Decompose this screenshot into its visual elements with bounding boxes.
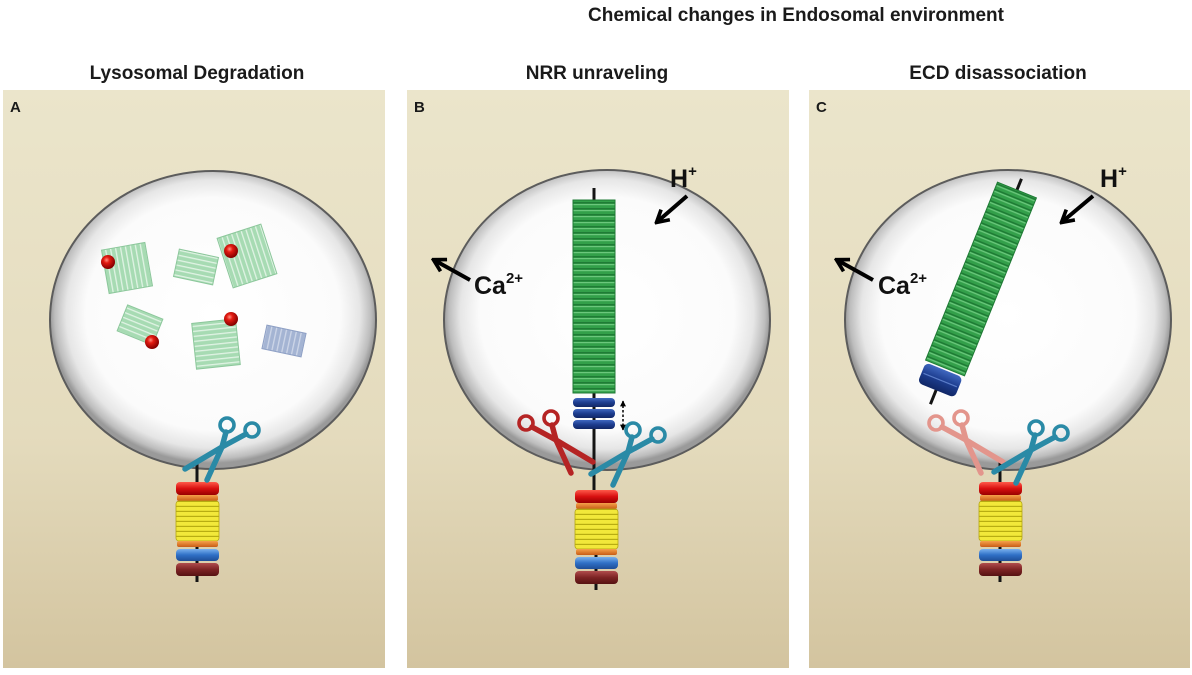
calcium-label: Ca2+ [474,270,523,300]
figure-title: Chemical changes in Endosomal environmen… [588,5,1005,26]
panel-letter: B [414,99,425,116]
panel-c-title: ECD disassociation [909,63,1086,84]
scissors-icon [927,409,1006,476]
receptor-orange-segment [980,541,1021,547]
receptor-orange-segment [576,503,617,509]
dark-blue-segment [573,409,615,418]
ion-charge: + [1118,163,1127,180]
ion-charge: 2+ [910,270,927,287]
green-striped-fragment [216,223,278,289]
receptor-orange-segment [980,495,1021,501]
receptor-stack [574,490,619,590]
panel-b-title: NRR unraveling [526,63,669,84]
panel-b: B H+ Ca2 [407,90,789,668]
panel-c: C H+ [809,90,1190,668]
ion-symbol: Ca [878,272,911,300]
ion-charge: + [688,163,697,180]
panel-a: A [3,90,385,668]
red-ball [101,255,115,269]
scissors-handle-ring [927,414,945,432]
green-striped-fragment [100,241,154,295]
scissors-icon [182,416,261,483]
receptor-blue-segment [176,549,219,561]
proton-label: H+ [670,163,697,193]
scissors-icon [517,409,596,476]
receptor-red-segment [575,490,618,503]
red-ball [224,244,238,258]
receptor-yellow-segment [175,500,220,542]
ion-symbol: Ca [474,272,507,300]
scissors-blade [529,424,596,465]
proton-influx-arrow [657,194,689,222]
scissors-blade [939,424,1006,465]
dark-blue-segment-divider [923,372,958,388]
calcium-efflux-arrow [434,260,471,282]
scissors-blade [991,434,1058,475]
scissors-icon [991,419,1070,486]
detached-extracellular-domain [919,178,1038,405]
green-striped-block [572,199,616,394]
receptor-orange-segment [177,495,218,501]
scissors-handle-ring [1052,424,1070,442]
green-striped-block [924,181,1038,377]
receptor-blue-segment [979,549,1022,561]
receptor-stack [175,462,220,582]
panel-a-title: Lysosomal Degradation [90,63,305,84]
red-ball [224,312,238,326]
receptor-darkred-segment [176,563,219,576]
receptor-red-segment [176,482,219,495]
dark-blue-segment [573,398,615,407]
scissors-blade [588,436,655,477]
proton-label: H+ [1100,163,1127,193]
dark-blue-segment [573,420,615,429]
scissors-handle-ring [517,414,535,432]
scissors-icon [588,421,667,488]
receptor-red-segment [979,482,1022,495]
receptor-yellow-segment [574,508,619,550]
blue-striped-fragment [261,324,307,358]
scissors-handle-ring [243,421,261,439]
scissors-handle-ring [649,426,667,444]
proton-influx-arrow [1062,194,1095,222]
red-ball [145,335,159,349]
receptor-darkred-segment [979,563,1022,576]
endosome-circle [844,169,1172,471]
receptor-yellow-segment [978,500,1023,542]
ion-symbol: H [1100,165,1118,193]
receptor-stack [978,462,1023,582]
endosome-circle [49,170,377,470]
green-striped-fragment [191,318,241,370]
panel-letter: A [10,99,21,116]
receptor-blue-segment [575,557,618,569]
calcium-efflux-arrow [837,260,874,282]
panel-letter: C [816,99,827,116]
receptor-orange-segment [576,549,617,555]
calcium-label: Ca2+ [878,270,927,300]
receptor-orange-segment [177,541,218,547]
receptor-darkred-segment [575,571,618,584]
ion-charge: 2+ [506,270,523,287]
green-striped-fragment [172,248,220,286]
ion-symbol: H [670,165,688,193]
scissors-blade [182,431,249,472]
